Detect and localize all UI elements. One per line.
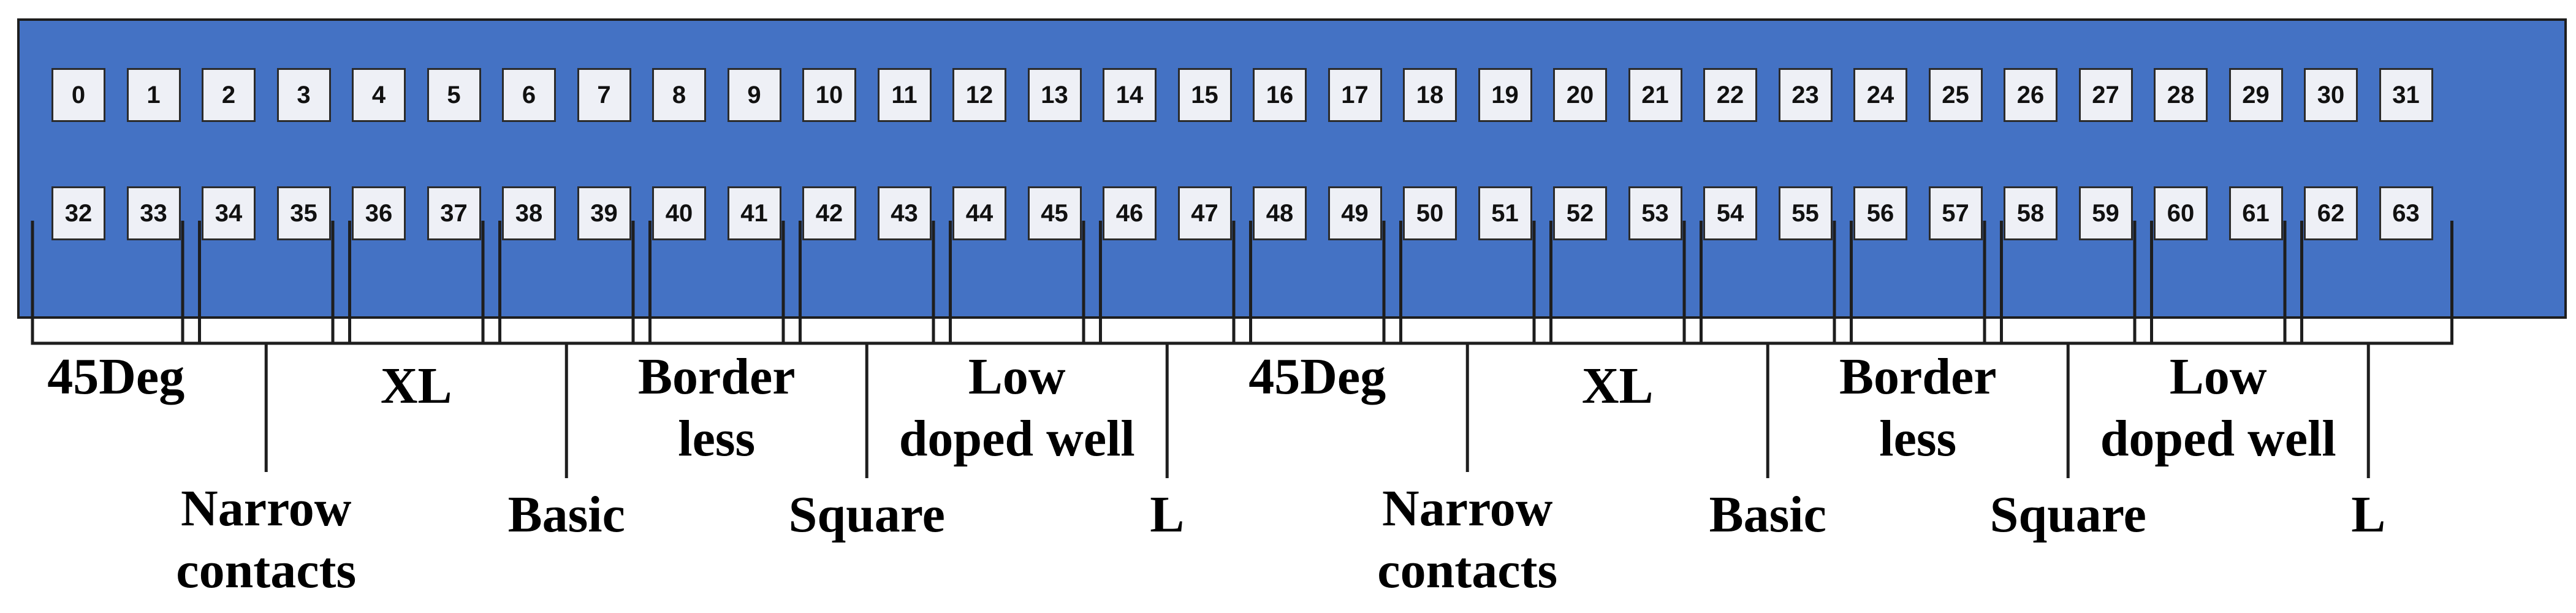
bond-pad: 17 [1328, 68, 1382, 122]
bracket-borderless [1833, 221, 2003, 345]
group-label-basic: Basic [1709, 486, 1826, 543]
bond-pad: 51 [1478, 186, 1532, 240]
bond-pad: 14 [1103, 68, 1157, 122]
group-label-borderless: Border less [637, 348, 796, 467]
bond-pad: 36 [352, 186, 406, 240]
bracket-xl [331, 221, 501, 345]
bond-pad: 61 [2228, 186, 2283, 240]
bond-pad: 21 [1628, 68, 1682, 122]
bond-pad: 9 [727, 68, 781, 122]
bond-pad: 60 [2154, 186, 2208, 240]
bond-pad: 25 [1928, 68, 1983, 122]
bond-pad: 32 [51, 186, 105, 240]
bond-pad: 11 [877, 68, 932, 122]
bond-pad: 20 [1553, 68, 1607, 122]
bond-pad: 7 [577, 68, 631, 122]
bracket-45Deg [31, 221, 201, 345]
bond-pad: 56 [1853, 186, 1907, 240]
group-label-low-doped-well: Low doped well [899, 348, 1135, 467]
bond-pad: 26 [2004, 68, 2057, 122]
group-label-45Deg: 45Deg [1248, 348, 1386, 405]
bond-pad: 27 [2078, 68, 2133, 122]
bond-pad: 44 [952, 186, 1006, 240]
bracket-basic [1682, 221, 1853, 345]
group-label-l: L [1150, 486, 1185, 543]
bracket-basic [481, 221, 652, 345]
bond-pad: 4 [352, 68, 406, 122]
bond-pad: 12 [952, 68, 1006, 122]
bond-pad: 31 [2379, 68, 2433, 122]
group-label-narrow-contacts: Narrow contacts [1377, 480, 1558, 599]
bond-pad: 59 [2078, 186, 2133, 240]
bond-pad: 58 [2004, 186, 2057, 240]
bond-pad: 37 [427, 186, 481, 240]
group-label-borderless: Border less [1839, 348, 1997, 467]
group-label-l: L [2351, 486, 2386, 543]
bond-pad: 49 [1328, 186, 1382, 240]
bond-pad: 5 [427, 68, 481, 122]
bracket-borderless [631, 221, 802, 345]
bond-pad: 46 [1103, 186, 1157, 240]
bond-pad: 6 [502, 68, 556, 122]
bond-pad: 43 [877, 186, 932, 240]
bond-pad: 57 [1928, 186, 1983, 240]
group-label-square: Square [1989, 486, 2146, 543]
group-label-45Deg: 45Deg [47, 348, 185, 405]
bond-pad: 15 [1177, 68, 1232, 122]
bond-pad: 63 [2379, 186, 2433, 240]
bond-pad: 35 [276, 186, 331, 240]
bond-pad: 54 [1703, 186, 1757, 240]
bond-pad: 41 [727, 186, 781, 240]
bond-pad: 62 [2304, 186, 2358, 240]
group-label-low-doped-well: Low doped well [2100, 348, 2336, 467]
bracket-square [1983, 221, 2153, 345]
bond-pad: 34 [202, 186, 256, 240]
bracket-l [1082, 221, 1252, 345]
bond-pad: 22 [1703, 68, 1757, 122]
bond-pad: 47 [1177, 186, 1232, 240]
bond-pad: 50 [1403, 186, 1457, 240]
bond-pad: 33 [126, 186, 181, 240]
bond-pad: 23 [1778, 68, 1833, 122]
bracket-45Deg [1232, 221, 1402, 345]
bond-pad: 13 [1027, 68, 1082, 122]
bond-pad: 29 [2228, 68, 2283, 122]
bracket-square [781, 221, 952, 345]
bond-pad: 55 [1778, 186, 1833, 240]
bracket-low-doped-well [2133, 221, 2303, 345]
bracket-l [2283, 221, 2453, 345]
bracket-low-doped-well [932, 221, 1102, 345]
bond-pad: 53 [1628, 186, 1682, 240]
group-label-basic: Basic [507, 486, 625, 543]
bond-pad: 39 [577, 186, 631, 240]
bond-pad: 8 [652, 68, 706, 122]
bond-pad: 18 [1403, 68, 1457, 122]
bond-pad: 30 [2304, 68, 2358, 122]
group-label-narrow-contacts: Narrow contacts [176, 480, 357, 599]
bond-pad: 0 [51, 68, 105, 122]
bond-pad: 10 [802, 68, 856, 122]
bracket-narrow-contacts [1382, 221, 1552, 345]
bond-pad: 52 [1553, 186, 1607, 240]
bond-pad: 3 [276, 68, 331, 122]
bracket-narrow-contacts [181, 221, 351, 345]
group-label-xl: XL [380, 357, 452, 414]
bond-pad: 19 [1478, 68, 1532, 122]
bond-pad: 28 [2154, 68, 2208, 122]
group-label-xl: XL [1581, 357, 1654, 414]
bracket-xl [1532, 221, 1703, 345]
bond-pad: 16 [1253, 68, 1307, 122]
bond-pad: 24 [1853, 68, 1907, 122]
bond-pad: 1 [126, 68, 181, 122]
bond-pad: 42 [802, 186, 856, 240]
bond-pad: 45 [1027, 186, 1082, 240]
bond-pad: 38 [502, 186, 556, 240]
bond-pad: 2 [202, 68, 256, 122]
bond-pad: 40 [652, 186, 706, 240]
group-label-square: Square [788, 486, 945, 543]
bond-pad: 48 [1253, 186, 1307, 240]
